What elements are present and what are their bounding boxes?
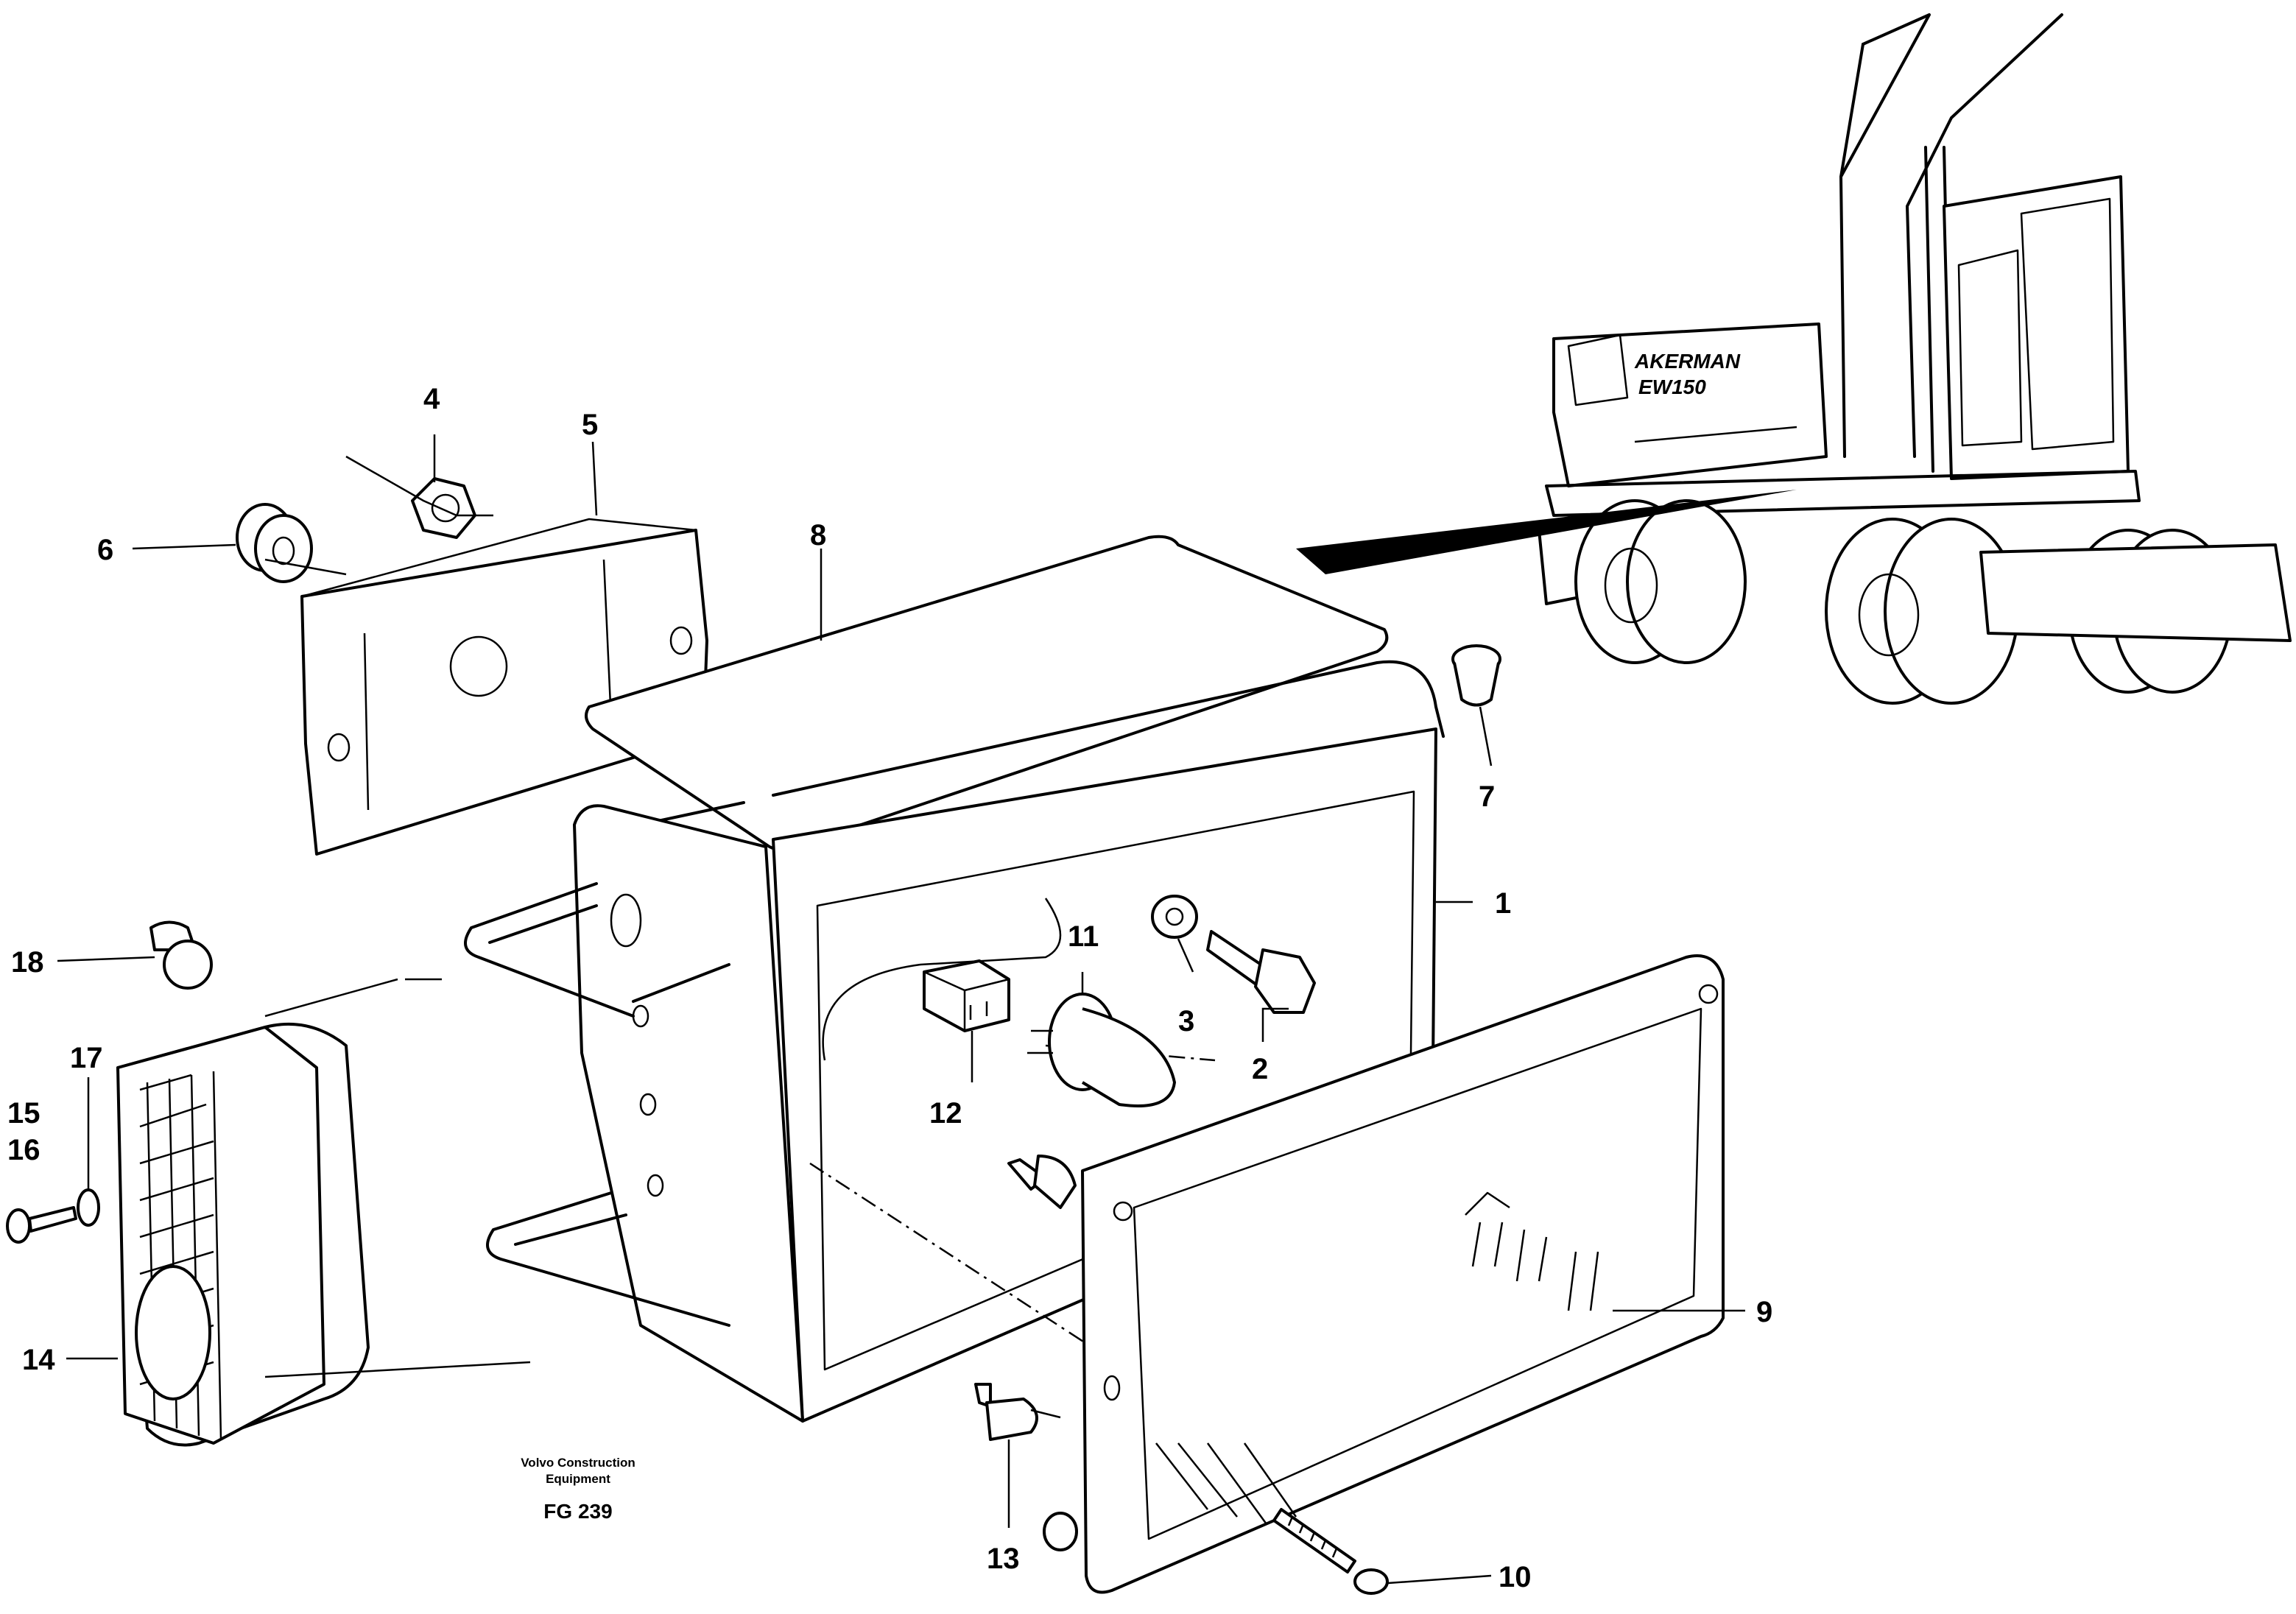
callout-3: 3 [1178, 1005, 1194, 1037]
part-13-bulb [974, 1383, 1061, 1441]
callout-10: 10 [1499, 1561, 1532, 1593]
callout-13: 13 [987, 1543, 1020, 1575]
part-6-grommet [236, 503, 313, 583]
machine-model-text: EW150 [1638, 376, 1706, 398]
headlight-bulb-pin [1007, 1155, 1077, 1209]
callout-14: 14 [22, 1344, 55, 1376]
callout-5: 5 [582, 409, 598, 441]
callout-18: 18 [11, 946, 44, 979]
part-2-bolt [1206, 930, 1316, 1014]
figure-code: FG 239 [543, 1500, 612, 1523]
part-10-screw [1272, 1508, 1389, 1595]
excavator-wheel [1825, 518, 2019, 705]
excavator-illustration: AKERMAN EW150 [1296, 13, 2292, 705]
callout-12: 12 [929, 1097, 962, 1130]
callout-1: 1 [1495, 887, 1511, 920]
part-8-gasket [585, 535, 1389, 851]
part-5-bracket [300, 518, 708, 856]
part-14-side-lamp [116, 1022, 370, 1447]
part-17-washer [77, 1188, 100, 1227]
part-3-washer [1151, 895, 1198, 939]
callout-4: 4 [423, 383, 440, 415]
callout-labels: 1 2 3 4 5 6 7 8 9 10 11 12 13 14 15 16 1… [7, 383, 1772, 1593]
part-11-bulb [1027, 993, 1176, 1107]
callout-16: 16 [7, 1134, 41, 1166]
part-16-screw [6, 1206, 77, 1244]
callout-8: 8 [810, 519, 826, 551]
part-18-bulb [149, 920, 213, 990]
callout-6: 6 [97, 534, 113, 566]
location-pointer [1296, 490, 1797, 574]
credit-line-1: Volvo Construction [521, 1456, 635, 1470]
callout-17: 17 [70, 1042, 103, 1074]
callout-9: 9 [1756, 1296, 1772, 1328]
callout-15: 15 [7, 1097, 41, 1130]
leader-lines [57, 434, 1745, 1585]
machine-brand-text: AKERMAN [1634, 350, 1741, 373]
credit-line-2: Equipment [546, 1472, 610, 1486]
excavator-wheel [1574, 499, 1747, 664]
part-9-headlight [1043, 954, 1725, 1594]
part-7-plug [1451, 644, 1501, 707]
callout-2: 2 [1252, 1053, 1268, 1085]
callout-11: 11 [1068, 920, 1099, 953]
part-4-nut [411, 477, 476, 539]
callout-7: 7 [1479, 780, 1495, 813]
figure-credit: Volvo Construction Equipment FG 239 [521, 1456, 635, 1523]
part-12-connector [923, 959, 1010, 1032]
